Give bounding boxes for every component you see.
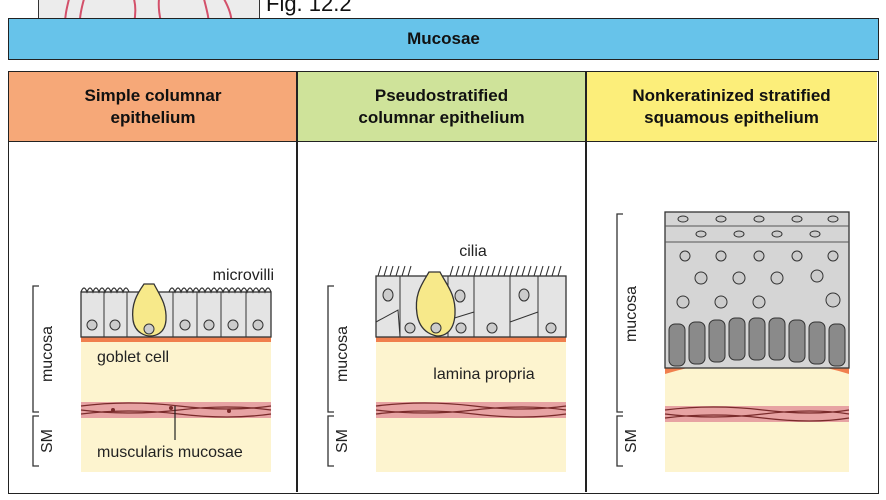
stratified-squamous-diagram: mucosa SM [616,211,850,472]
mucosa-label: mucosa [39,326,56,382]
figure-label: Fig. 12.2 [266,0,352,16]
divider [585,72,587,492]
header-stratified-squamous: Nonkeratinized stratified squamous epith… [586,72,877,142]
basement-membrane [376,337,566,342]
squamous-layers [664,211,850,369]
mucosa-label: mucosa [334,326,351,382]
goblet-cell-shape [131,283,167,337]
columnar-cells [80,287,272,338]
pseudostratified-diagram: mucosa SM cilia lamina propri [327,243,567,472]
sm-label: SM [39,429,56,453]
muscularis-mucosae-layer [80,402,272,418]
goblet-cell-shape [415,271,456,337]
header-simple-columnar: Simple columnar epithelium [9,72,297,142]
goblet-cell-label: goblet cell [97,349,169,366]
header-pseudostratified: Pseudostratified columnar epithelium [297,72,586,142]
banner-title: Mucosae [407,29,480,48]
divider [296,72,298,492]
mucosae-banner: Mucosae [8,18,879,60]
cilia-label: cilia [459,243,487,260]
panels-container: Simple columnar epithelium Pseudostratif… [8,71,879,494]
muscularis-layer [664,406,850,422]
microvilli-label: microvilli [213,267,274,284]
mucosa-label: mucosa [623,286,640,342]
basement-membrane [81,337,271,342]
muscularis-layer [375,402,567,418]
muscularis-mucosae-label: muscularis mucosae [97,444,243,461]
sm-label: SM [623,429,640,453]
simple-columnar-diagram: mucosa SM microvilli [32,267,274,472]
sm-label: SM [334,429,351,453]
pseudostratified-cells [375,265,567,338]
lamina-propria-label: lamina propria [433,366,534,383]
